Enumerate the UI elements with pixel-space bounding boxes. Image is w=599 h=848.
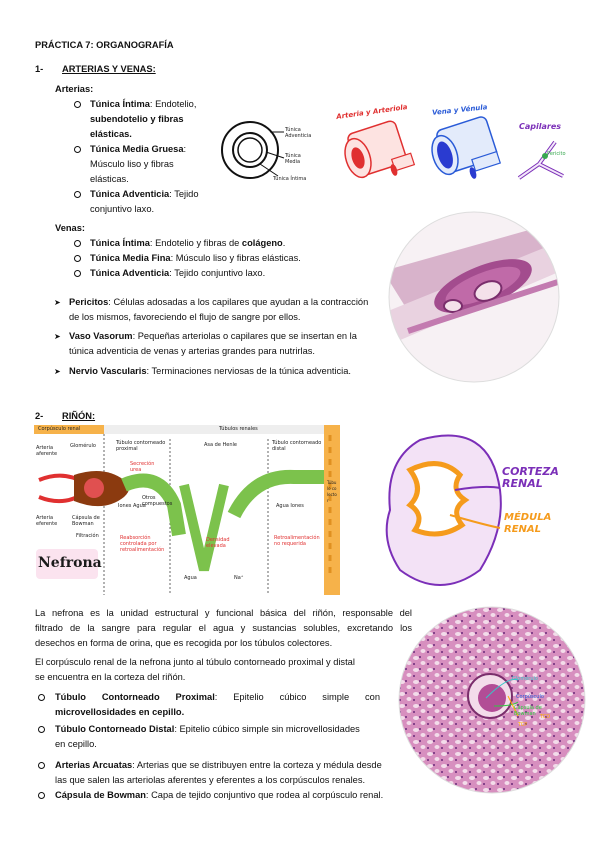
- arrow-bullet-icon: ➤: [54, 332, 61, 341]
- pericito-label: Pericito: [547, 151, 566, 157]
- list-item: Túnica Íntima: Endotelio, subendotelio y…: [90, 99, 197, 139]
- capilares-label: Capilares: [519, 122, 562, 131]
- page-title: PRÁCTICA 7: ORGANOGRAFÍA: [35, 40, 174, 50]
- diagram-label: Na⁺: [234, 575, 244, 581]
- venas-label: Venas:: [55, 223, 85, 233]
- micro-label: Cápsula de Bowman: [514, 705, 542, 717]
- micro-label: TCD: [540, 714, 551, 720]
- list-bullet: [74, 240, 81, 247]
- diagram-label: Glomérulo: [70, 443, 96, 449]
- list-bullet: [38, 762, 45, 769]
- arterias-label: Arterias:: [55, 84, 94, 94]
- diagram-label: Túbulos renales: [219, 426, 258, 432]
- list-bullet: [38, 726, 45, 733]
- micro-label: Glomérulo: [512, 676, 538, 682]
- diagram-label: Otros compuestos: [142, 495, 173, 507]
- diagram-label: Asa de Henle: [204, 442, 237, 448]
- list-item: Túnica Media Fina: Músculo liso y fibras…: [90, 253, 301, 263]
- nefrona-label-bg: [36, 549, 98, 579]
- list-item: Túnica Íntima: Endotelio y fibras de col…: [90, 238, 286, 248]
- arrow-bullet-icon: ➤: [54, 367, 61, 376]
- list-item: Nervio Vascularis: Terminaciones nervios…: [69, 366, 352, 376]
- list-item: Pericitos: Células adosadas a los capila…: [69, 297, 369, 322]
- micro-label: TCP: [518, 722, 528, 728]
- micro-label: Corpúsculo: [516, 694, 544, 700]
- artery-illustration: [344, 120, 416, 179]
- section-number: 1-: [35, 64, 44, 74]
- diagram-label: Iones Agua: [118, 503, 146, 509]
- list-bullet: [74, 101, 81, 108]
- diagram-label: Túnica Íntima: [273, 176, 307, 182]
- list-item: Túnica Adventicia: Tejido conjuntivo lax…: [90, 189, 199, 214]
- list-item: Túbulo Contorneado Proximal: Epitelio cú…: [55, 692, 380, 717]
- list-bullet: [74, 255, 81, 262]
- diagram-label: Filtración: [76, 533, 99, 539]
- vein-illustration: [431, 116, 502, 179]
- list-item: Vaso Vasorum: Pequeñas arteriolas o capi…: [69, 331, 357, 356]
- list-bullet: [38, 792, 45, 799]
- nefrona-paragraph: La nefrona es la unidad estructural y fu…: [35, 608, 412, 648]
- corpusculo-paragraph: El corpúsculo renal de la nefrona junto …: [35, 657, 355, 682]
- list-item: Túnica Adventicia: Tejido conjuntivo lax…: [90, 268, 266, 278]
- vessel-layers-diagram: [221, 121, 285, 179]
- capillary-illustration: [517, 140, 564, 180]
- section-heading: ARTERIAS Y VENAS:: [62, 64, 156, 74]
- list-item: Arterias Arcuatas: Arterias que se distr…: [55, 760, 382, 785]
- diagram-label: Túbulo colector: [327, 480, 337, 503]
- diagram-label: Agua Iones: [276, 503, 304, 509]
- list-item: Túbulo Contorneado Distal: Epitelio cúbi…: [55, 724, 360, 749]
- section-heading: RIÑÓN:: [62, 411, 96, 421]
- arrow-bullet-icon: ➤: [54, 298, 61, 307]
- list-bullet: [38, 694, 45, 701]
- kidney-illustration: [385, 434, 502, 586]
- list-bullet: [74, 270, 81, 277]
- nefrona-label: Nefrona: [38, 555, 102, 571]
- list-bullet: [74, 191, 81, 198]
- list-bullet: [74, 146, 81, 153]
- vessel-micrograph-image: [388, 211, 560, 383]
- list-item: Túnica Media Gruesa: Músculo liso y fibr…: [90, 144, 187, 184]
- list-item: Cápsula de Bowman: Capa de tejido conjun…: [55, 790, 384, 800]
- kidney-micrograph-image: [398, 606, 586, 794]
- nephron-diagram: Corpúsculo renal Túbulos renales Arteria…: [34, 425, 340, 595]
- diagram-label: Corpúsculo renal: [38, 426, 81, 432]
- section-number: 2-: [35, 411, 44, 421]
- diagram-label: Agua: [184, 575, 197, 581]
